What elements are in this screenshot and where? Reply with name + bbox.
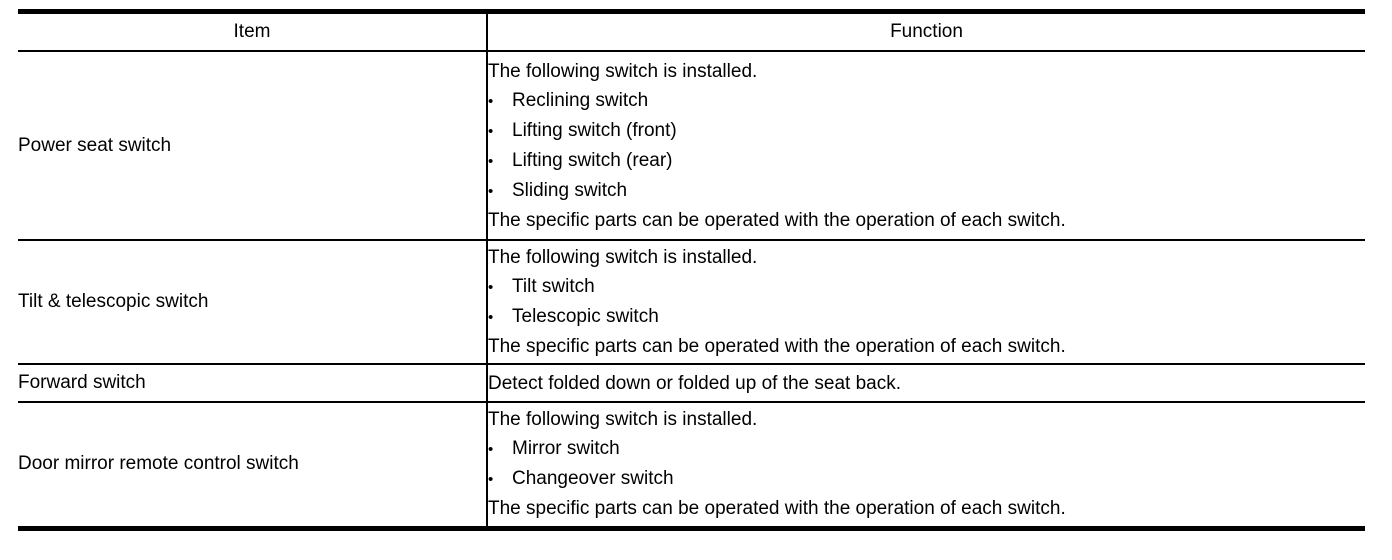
- bullet-item-text: Reclining switch: [512, 89, 649, 111]
- function-outro-text: The specific parts can be operated with …: [488, 209, 1066, 231]
- bullet-item-text: Tilt switch: [512, 276, 595, 297]
- function-cell: The following switch is installed. • Recli…: [487, 51, 1365, 241]
- function-intro-text: The following switch is installed.: [488, 409, 758, 431]
- bullet-item-text: Mirror switch: [512, 438, 620, 460]
- table-header-row: Item Function: [18, 11, 1365, 52]
- bullet-icon: •: [488, 441, 494, 459]
- bullet-icon: •: [488, 279, 494, 296]
- function-outro-text: The specific parts can be operated with …: [488, 336, 1066, 357]
- item-cell: Door mirror remote control switch: [18, 402, 488, 529]
- bullet-list-item: • Changeover switch: [488, 464, 1365, 494]
- bullet-list-item: • Telescopic switch: [488, 302, 1365, 332]
- bullet-icon: •: [488, 92, 494, 110]
- bullet-list-item: • Sliding switch: [488, 176, 1365, 206]
- bullet-item-text: Lifting switch (front): [512, 119, 677, 141]
- function-intro-text: Detect folded down or folded up of the s…: [488, 372, 901, 394]
- bullet-item-text: Lifting switch (rear): [512, 149, 673, 171]
- column-header-item: Item: [18, 11, 488, 52]
- bullet-list-item: • Tilt switch: [488, 272, 1365, 302]
- bullet-icon: •: [488, 309, 494, 326]
- bullet-item-text: Changeover switch: [512, 468, 674, 490]
- bullet-item-text: Telescopic switch: [512, 306, 659, 327]
- bullet-list-item: • Mirror switch: [488, 434, 1365, 464]
- bullet-icon: •: [488, 122, 494, 140]
- item-cell: Tilt & telescopic switch: [18, 240, 488, 365]
- function-cell: The following switch is installed. • Mirro…: [487, 402, 1365, 529]
- column-header-function: Function: [487, 11, 1365, 52]
- item-cell: Forward switch: [18, 364, 488, 403]
- bullet-item-text: Sliding switch: [512, 179, 628, 201]
- bullet-list-item: • Lifting switch (front): [488, 116, 1365, 146]
- bullet-icon: •: [488, 152, 494, 170]
- function-outro-text: The specific parts can be operated with …: [488, 498, 1066, 520]
- item-cell: Power seat switch: [18, 51, 488, 241]
- function-intro-text: The following switch is installed.: [488, 247, 758, 268]
- function-intro-text: The following switch is installed.: [488, 60, 758, 82]
- bullet-icon: •: [488, 471, 494, 489]
- function-cell: Detect folded down or folded up of the s…: [487, 364, 1365, 403]
- bullet-list-item: • Reclining switch: [488, 86, 1365, 116]
- bullet-icon: •: [488, 182, 494, 200]
- bullet-list-item: • Lifting switch (rear): [488, 146, 1365, 176]
- function-cell: The following switch is installed. • Tilt …: [487, 240, 1365, 365]
